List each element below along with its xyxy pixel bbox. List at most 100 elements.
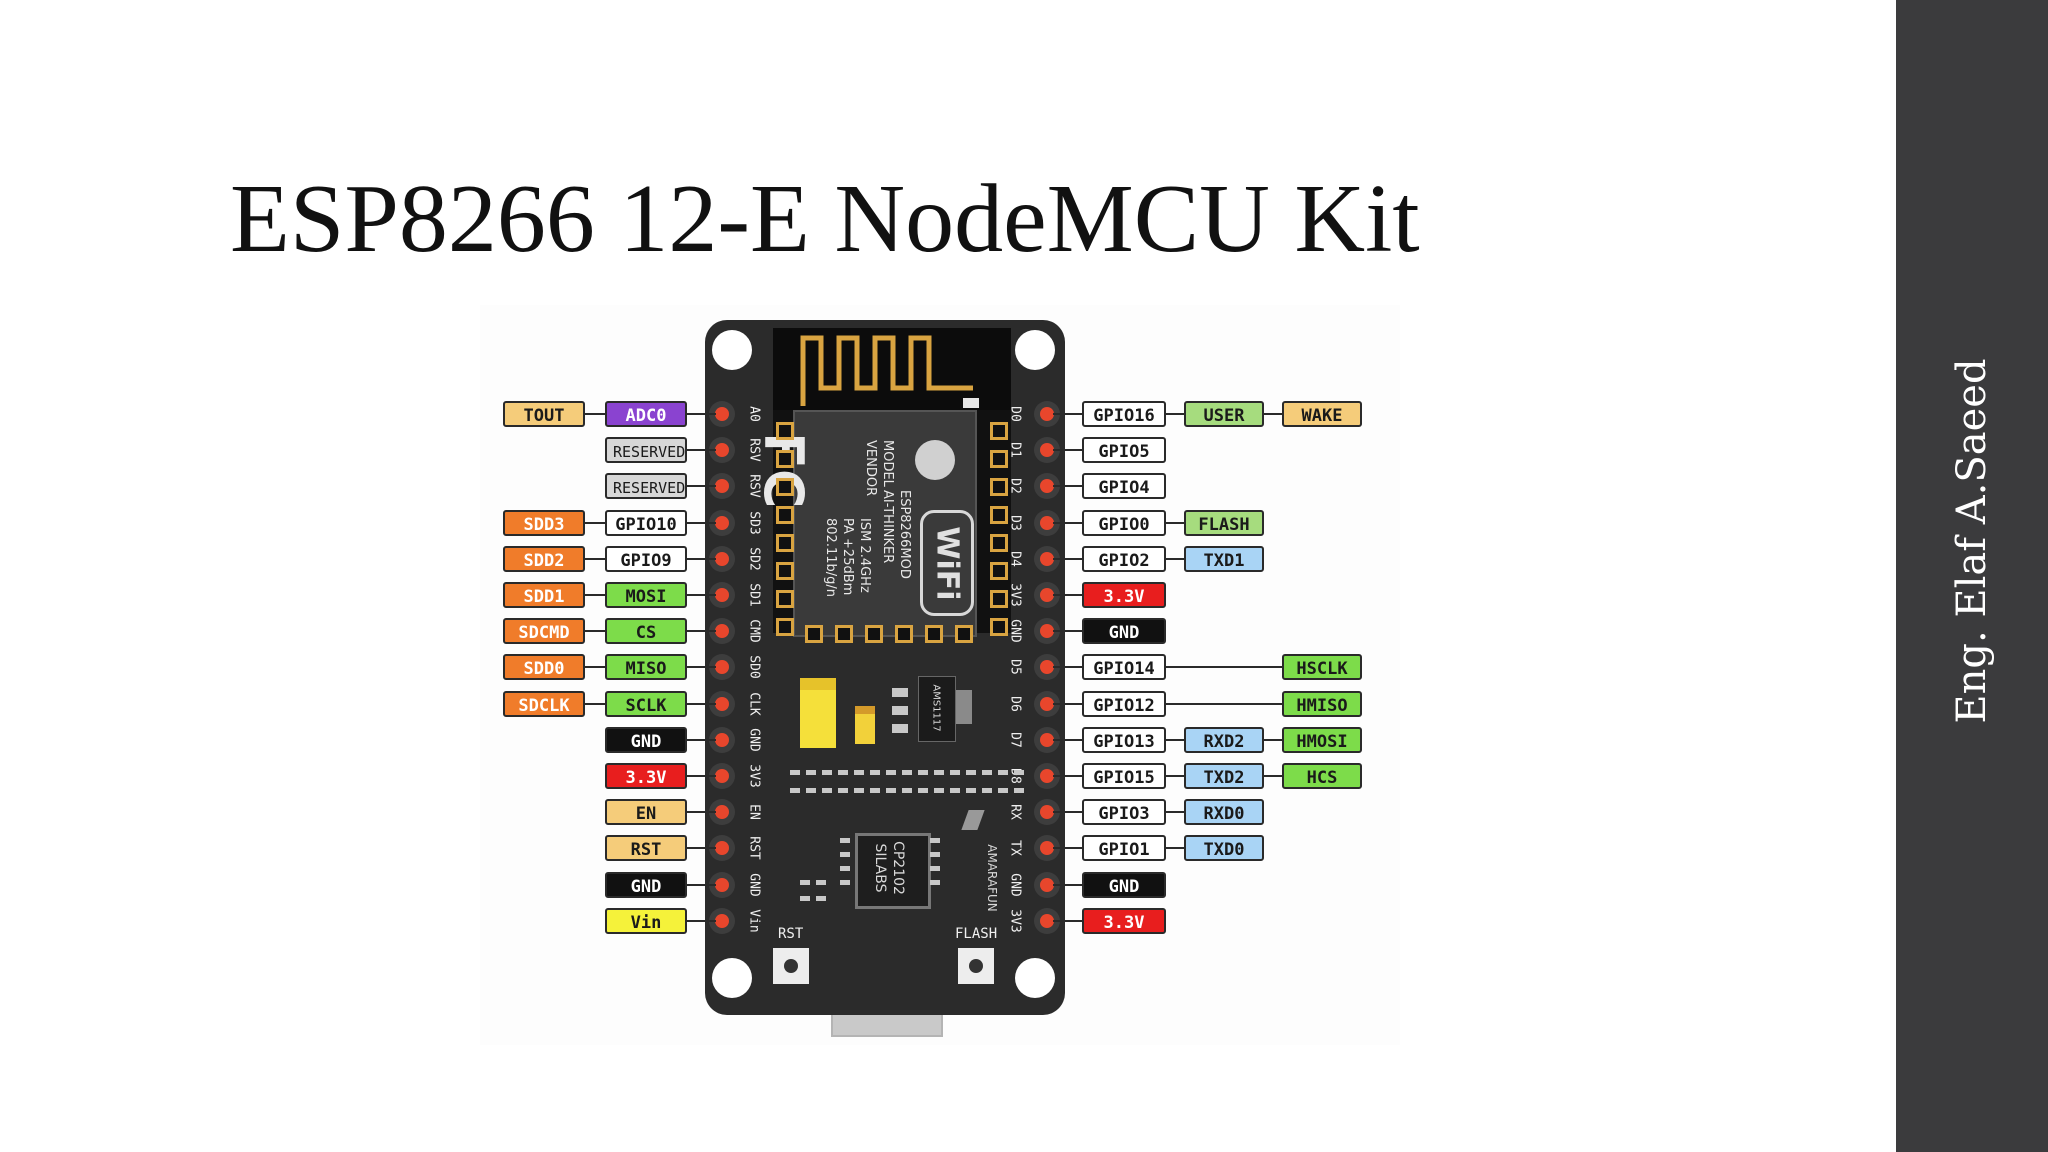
flash-button[interactable] [958,948,994,984]
smd-resistor [806,788,816,793]
pin-connector-line [585,557,605,560]
smd-resistor [950,788,960,793]
chip-pin [840,852,850,857]
silkscreen-right-label: D3 [1007,514,1023,531]
silkscreen-left-label: EN [746,804,762,821]
mounting-hole [712,330,752,370]
pin-connector-line [1053,847,1082,850]
header-pin-left [715,841,729,856]
silkscreen-right-label: RX [1007,804,1023,821]
silkscreen-left-label: SD0 [746,655,762,680]
header-pin-left [715,588,729,602]
pin-connector-line [1053,557,1082,560]
silkscreen-right-label: D6 [1007,695,1023,712]
module-vendor-label: VENDOR [863,440,878,497]
silkscreen-left-label: A0 [746,406,762,422]
usb-uart-chip [855,833,931,909]
pin-connector-line [687,738,716,741]
header-pin-left [715,515,729,530]
smd-resistor [870,770,880,775]
smd-resistor [838,788,848,793]
pin-connector-line [1053,811,1082,814]
smd-resistor [854,770,864,775]
module-pad [990,450,1008,468]
pin-function-sdcmd: SDCMD [503,618,585,645]
pin-label-adc0: ADC0 [605,401,687,427]
pin-label-gpio4: GPIO4 [1082,473,1166,500]
silkscreen-left-label: 3V3 [746,764,762,788]
pin-connector-line [585,666,605,669]
silkscreen-right-label: D5 [1007,659,1023,676]
pin-label-gpio10: GPIO10 [605,509,687,536]
silkscreen-left-label: Vin [746,909,762,933]
smd-resistor [886,770,896,775]
smd-resistor [982,788,992,793]
pin-function-tout: TOUT [503,401,585,427]
smd-resistor [838,770,848,775]
pin-connector-line [687,775,716,777]
module-pad [776,478,794,496]
capacitor [800,678,836,748]
capacitor [855,706,875,744]
pin-connector-line [1053,630,1082,633]
pin-connector-line [1053,449,1082,452]
silkscreen-left-label: SD2 [746,547,762,571]
pin-label-vin: Vin [605,907,687,934]
pin-label-gpio5: GPIO5 [1082,437,1166,464]
chip-pin [930,838,940,843]
chip-maker-label: SILABS [872,843,888,893]
silkscreen-right-label: D4 [1007,550,1023,567]
pin-connector-line [1166,738,1184,741]
pin-label-gnd: GND [1082,618,1166,645]
pin-connector-line [1053,521,1082,524]
smd-resistor [998,770,1008,775]
module-pad [776,590,794,608]
rst-button[interactable] [773,948,809,984]
module-pad [990,506,1008,524]
pcb-antenna [773,328,1011,410]
module-model-label: MODEL [880,440,895,487]
silkscreen-left-label: GND [746,872,762,897]
chip-pin [840,838,850,843]
pin-label-gnd: GND [605,871,687,898]
header-pin-left [715,551,729,566]
vendor-logo-icon [915,440,955,480]
pin-connector-line [585,413,605,415]
header-pin-left [715,805,729,820]
chip-pin [930,880,940,885]
pin-connector-line [585,594,605,596]
smd-component [892,706,908,715]
module-pad [776,534,794,552]
header-pin-left [715,479,729,494]
header-pin-left [715,660,729,675]
pin-label-reserved: RESERVED [605,473,687,500]
pin-label-gpio16: GPIO16 [1082,401,1166,427]
regulator-label: AMS1117 [930,684,942,732]
silkscreen-right-label: D0 [1007,406,1023,422]
smd-resistor [902,770,912,775]
smd-resistor [816,880,826,885]
pin-label-gpio9: GPIO9 [605,545,687,572]
pin-connector-line [687,413,716,415]
module-vendor-value: AI-THINKER [880,490,895,564]
pin-label-gpio0: GPIO0 [1082,509,1166,536]
pin-connector-line [1264,413,1282,415]
pin-connector-line [1166,775,1184,777]
pin-function-sdd0: SDD0 [503,654,585,681]
slide-title: ESP8266 12-E NodeMCU Kit [230,165,1420,273]
module-pad [865,625,883,643]
module-pad [776,450,794,468]
pin-function-hmiso: HMISO [1282,690,1362,717]
chip-pin [840,880,850,885]
silkscreen-left-label: GND [746,728,762,752]
smd-resistor [982,770,992,775]
mounting-hole [712,958,752,998]
pin-connector-line [687,702,716,705]
pin-connector-line [1166,811,1184,814]
pin-connector-line [687,449,716,452]
smd-resistor [966,788,976,793]
module-pad [990,590,1008,608]
header-pin-right [1040,479,1054,494]
pin-label-gpio12: GPIO12 [1082,690,1166,717]
silkscreen-right-label: D1 [1007,442,1023,459]
